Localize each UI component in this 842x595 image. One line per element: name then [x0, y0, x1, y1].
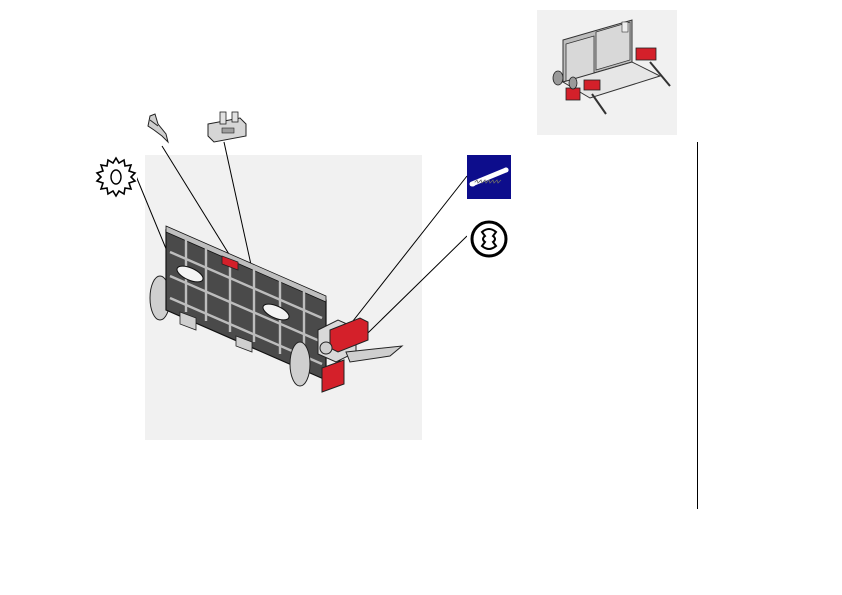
divider-line — [697, 142, 698, 509]
bracket-icon — [207, 111, 247, 143]
lever-clip-icon — [147, 113, 169, 144]
spring-leader-line — [337, 175, 468, 341]
e-ring-icon — [467, 215, 511, 260]
main-assembly — [149, 225, 404, 393]
thumbnail-assembly — [552, 19, 671, 115]
gear-icon — [95, 155, 137, 198]
spring-icon — [469, 167, 509, 187]
